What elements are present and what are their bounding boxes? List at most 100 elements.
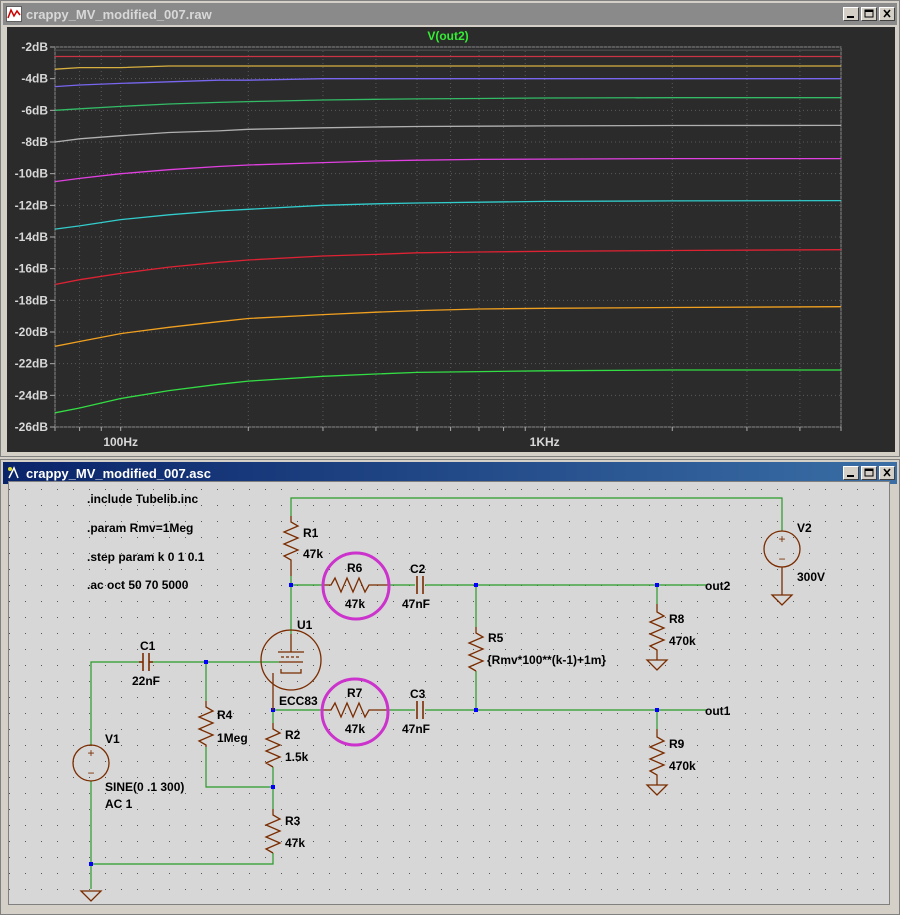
- r2-name[interactable]: R2: [285, 728, 301, 742]
- maximize-button[interactable]: [861, 7, 877, 21]
- directive-ac[interactable]: .ac oct 50 70 5000: [87, 578, 189, 592]
- c2-value[interactable]: 47nF: [402, 597, 430, 611]
- resistor-r1[interactable]: [282, 516, 300, 576]
- r9-name[interactable]: R9: [669, 737, 685, 751]
- r3-name[interactable]: R3: [285, 814, 301, 828]
- series-line-8[interactable]: [54, 249, 842, 286]
- minimize-icon: [847, 16, 854, 18]
- r5-name[interactable]: R5: [488, 631, 504, 645]
- u1-name[interactable]: U1: [297, 618, 313, 632]
- resistors: [197, 516, 666, 854]
- r7-value[interactable]: 47k: [345, 722, 365, 736]
- schematic-drawing[interactable]: .include Tubelib.inc .param Rmv=1Meg .st…: [9, 482, 889, 904]
- series-line-4[interactable]: [54, 97, 841, 111]
- voltage-source-v2[interactable]: + −: [763, 530, 801, 595]
- u1-value[interactable]: ECC83: [279, 694, 318, 708]
- v1-name[interactable]: V1: [105, 732, 120, 746]
- v2-name[interactable]: V2: [797, 521, 812, 535]
- resistor-r5[interactable]: [467, 627, 485, 672]
- minimize-button[interactable]: [843, 466, 859, 480]
- close-button[interactable]: [879, 7, 895, 21]
- v1-value[interactable]: SINE(0 .1 300): [105, 780, 184, 794]
- wires: [90, 497, 783, 889]
- resistor-r7[interactable]: [323, 701, 389, 719]
- capacitor-c2[interactable]: [416, 576, 424, 594]
- r1-name[interactable]: R1: [303, 526, 319, 540]
- y-tick-label: -2dB: [21, 40, 48, 54]
- r6-name[interactable]: R6: [347, 561, 363, 575]
- series-line-3[interactable]: [54, 78, 841, 88]
- c3-name[interactable]: C3: [410, 687, 426, 701]
- x-tick-label: 100Hz: [103, 435, 138, 449]
- directive-param[interactable]: .param Rmv=1Meg: [87, 521, 193, 535]
- c1-value[interactable]: 22nF: [132, 674, 160, 688]
- highlight-circle-r7: [320, 677, 390, 747]
- y-tick-label: -18dB: [15, 293, 49, 307]
- svg-text:−: −: [87, 766, 94, 780]
- series-group: [54, 49, 842, 414]
- bode-plot[interactable]: V(out2) -2dB-4dB-6dB-8dB-10dB-12dB-14dB-…: [7, 27, 895, 452]
- r4-value[interactable]: 1Meg: [217, 731, 248, 745]
- net-label-out2[interactable]: out2: [705, 579, 731, 593]
- r4-name[interactable]: R4: [217, 708, 233, 722]
- y-ticks: -2dB-4dB-6dB-8dB-10dB-12dB-14dB-16dB-18d…: [15, 40, 55, 434]
- c2-name[interactable]: C2: [410, 562, 426, 576]
- c1-name[interactable]: C1: [140, 639, 156, 653]
- v1-ac-value[interactable]: AC 1: [105, 797, 133, 811]
- series-line-5[interactable]: [54, 124, 842, 143]
- grid-dots: [9, 482, 889, 904]
- series-line-10[interactable]: [54, 369, 841, 414]
- ground-symbol: [79, 890, 103, 902]
- net-label-out1[interactable]: out1: [705, 704, 731, 718]
- resistor-r4[interactable]: [197, 701, 215, 747]
- series-line-7[interactable]: [54, 199, 842, 230]
- r5-value[interactable]: {Rmv*100**(k-1)+1m}: [487, 653, 606, 667]
- maximize-button[interactable]: [861, 466, 877, 480]
- minimize-button[interactable]: [843, 7, 859, 21]
- tube-u1[interactable]: [260, 629, 322, 710]
- resistor-r6[interactable]: [323, 576, 389, 594]
- svg-text:−: −: [778, 552, 785, 566]
- trace-label[interactable]: V(out2): [427, 29, 468, 43]
- capacitor-c3[interactable]: [416, 701, 424, 719]
- r8-name[interactable]: R8: [669, 612, 685, 626]
- r7-name[interactable]: R7: [347, 686, 363, 700]
- capacitor-c1[interactable]: [139, 653, 153, 671]
- r9-value[interactable]: 470k: [669, 759, 696, 773]
- c3-value[interactable]: 47nF: [402, 722, 430, 736]
- v2-value[interactable]: 300V: [797, 570, 825, 584]
- grounds: [79, 594, 794, 902]
- close-button[interactable]: [879, 466, 895, 480]
- resistor-r9[interactable]: [648, 729, 666, 785]
- schematic-window-titlebar[interactable]: crappy_MV_modified_007.asc: [3, 462, 897, 484]
- r3-value[interactable]: 47k: [285, 836, 305, 850]
- resistor-r3[interactable]: [264, 809, 282, 854]
- y-tick-label: -22dB: [15, 357, 49, 371]
- r8-value[interactable]: 470k: [669, 634, 696, 648]
- resistor-r2[interactable]: [264, 723, 282, 768]
- plot-window[interactable]: crappy_MV_modified_007.raw V(out2) -2dB-…: [0, 0, 900, 457]
- schematic-icon: [6, 465, 22, 481]
- series-line-9[interactable]: [54, 306, 842, 347]
- directive-step[interactable]: .step param k 0 1 0.1: [87, 550, 205, 564]
- r1-value[interactable]: 47k: [303, 547, 323, 561]
- plot-window-titlebar[interactable]: crappy_MV_modified_007.raw: [3, 3, 897, 25]
- resistor-r8[interactable]: [648, 604, 666, 660]
- voltage-source-v1[interactable]: + −: [72, 744, 110, 782]
- ground-symbol: [770, 594, 794, 606]
- capacitors: [139, 576, 424, 719]
- r6-value[interactable]: 47k: [345, 597, 365, 611]
- schematic-canvas[interactable]: .include Tubelib.inc .param Rmv=1Meg .st…: [8, 481, 890, 905]
- y-tick-label: -16dB: [15, 262, 49, 276]
- r2-value[interactable]: 1.5k: [285, 750, 309, 764]
- maximize-icon: [864, 468, 874, 477]
- plot-area[interactable]: V(out2) -2dB-4dB-6dB-8dB-10dB-12dB-14dB-…: [7, 27, 895, 452]
- svg-text:+: +: [87, 746, 94, 760]
- ground-symbol: [645, 784, 669, 796]
- minimize-icon: [847, 475, 854, 477]
- directive-include[interactable]: .include Tubelib.inc: [87, 492, 198, 506]
- series-line-6[interactable]: [54, 157, 841, 183]
- y-tick-label: -26dB: [15, 420, 49, 434]
- series-line-2[interactable]: [54, 65, 841, 70]
